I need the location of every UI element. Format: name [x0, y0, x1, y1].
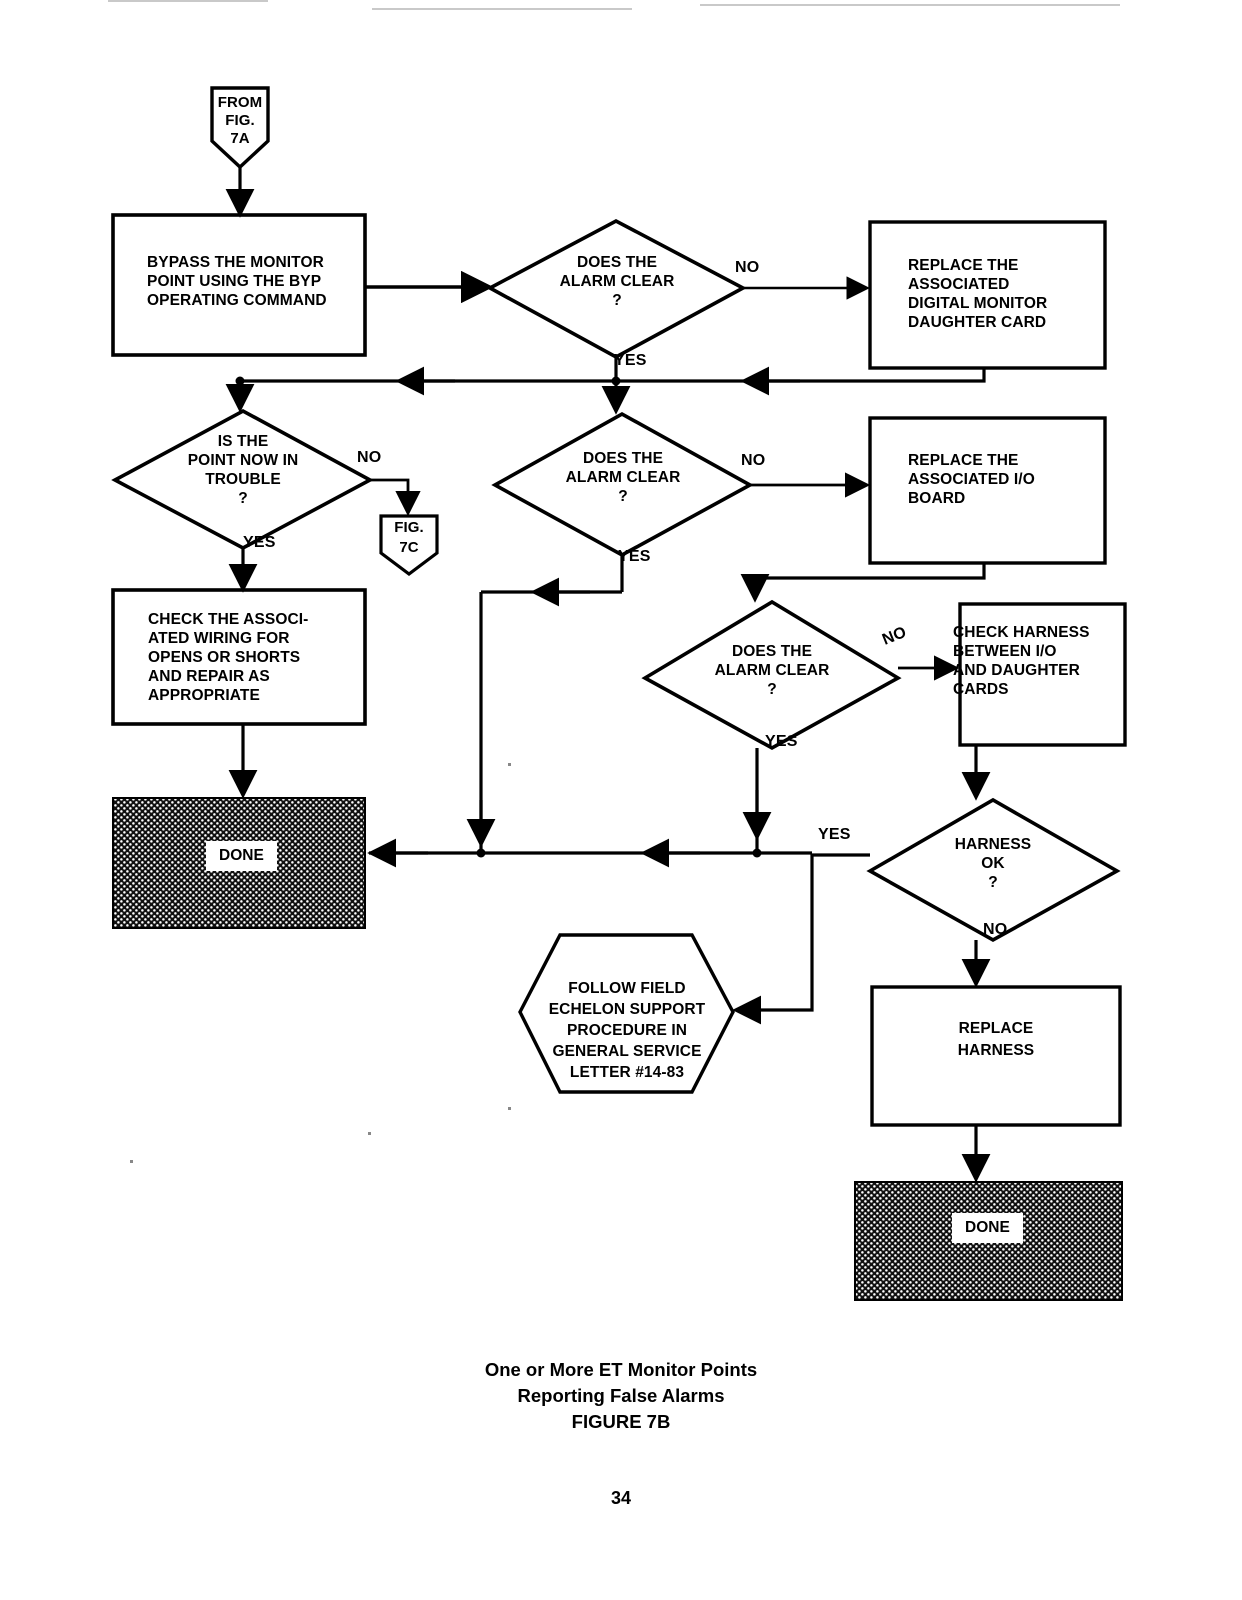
edge-label-yes-3: YES: [618, 548, 651, 565]
page-number: 34: [610, 1488, 632, 1508]
shape-harness-ok: [866, 797, 1121, 943]
scan-speckle-1: [508, 763, 511, 766]
bypass-monitor-point-label: BYPASS THE MONITOR POINT USING THE BYP O…: [147, 254, 327, 309]
edge-label-yes-1: YES: [614, 352, 647, 369]
check-harness-label: CHECK HARNESS BETWEEN I/O AND DAUGHTER C…: [953, 624, 1090, 698]
replace-harness-label: REPLACE HARNESS: [957, 1020, 1035, 1059]
fig-7c-label: FIG. 7C: [394, 519, 424, 556]
shape-check-harness: [958, 602, 1127, 747]
shape-replace-io-board: [868, 416, 1107, 565]
scan-artifact-top-right: [700, 4, 1120, 6]
does-alarm-clear-1-label: DOES THE ALARM CLEAR ?: [559, 254, 675, 309]
does-alarm-clear-2-label: DOES THE ALARM CLEAR ?: [565, 450, 681, 505]
scan-artifact-top-mid: [372, 8, 632, 10]
shape-bypass-monitor-point: [111, 213, 367, 357]
edge-label-no-harness: NO: [983, 921, 1008, 938]
shape-follow-field-echelon: [518, 933, 735, 1094]
shape-from-fig-7a: [210, 86, 270, 170]
shape-check-associated-wiring: [111, 588, 367, 726]
from-fig-7a-label: FROM FIG. 7A: [217, 94, 263, 147]
shape-fig-7c: [379, 514, 439, 576]
scan-artifact-top-left: [108, 0, 268, 2]
edge-label-no-2: NO: [357, 449, 382, 466]
figure-caption-line3: FIGURE 7B: [571, 1411, 671, 1432]
shape-replace-harness: [870, 985, 1122, 1127]
scan-speckle-4: [368, 1132, 371, 1135]
is-point-now-in-trouble-label: IS THE POINT NOW IN TROUBLE ?: [187, 433, 299, 507]
harness-ok-label: HARNESS OK ?: [954, 836, 1032, 891]
edge-label-yes-harness: YES: [818, 826, 851, 843]
figure-caption-line1: One or More ET Monitor Points: [484, 1359, 758, 1380]
edge-label-no-1: NO: [735, 259, 760, 276]
check-associated-wiring-label: CHECK THE ASSOCI- ATED WIRING FOR OPENS …: [148, 611, 309, 704]
shape-replace-daughter-card: [868, 220, 1107, 370]
scan-speckle-2: [508, 1107, 511, 1110]
scan-speckle-3: [130, 1160, 133, 1163]
edge-label-yes-2: YES: [243, 534, 276, 551]
done-left-label: DONE: [206, 841, 277, 871]
done-right-label: DONE: [952, 1213, 1023, 1243]
figure-caption-line2: Reporting False Alarms: [517, 1385, 725, 1406]
edge-label-no-3: NO: [741, 452, 766, 469]
edge-label-yes-4: YES: [765, 733, 798, 750]
shape-does-alarm-clear-3: [641, 599, 902, 751]
replace-io-board-label: REPLACE THE ASSOCIATED I/O BOARD: [908, 452, 1035, 507]
follow-field-echelon-label: FOLLOW FIELD ECHELON SUPPORT PROCEDURE I…: [548, 980, 706, 1081]
replace-daughter-card-label: REPLACE THE ASSOCIATED DIGITAL MONITOR D…: [908, 257, 1048, 331]
does-alarm-clear-3-label: DOES THE ALARM CLEAR ?: [714, 643, 830, 698]
